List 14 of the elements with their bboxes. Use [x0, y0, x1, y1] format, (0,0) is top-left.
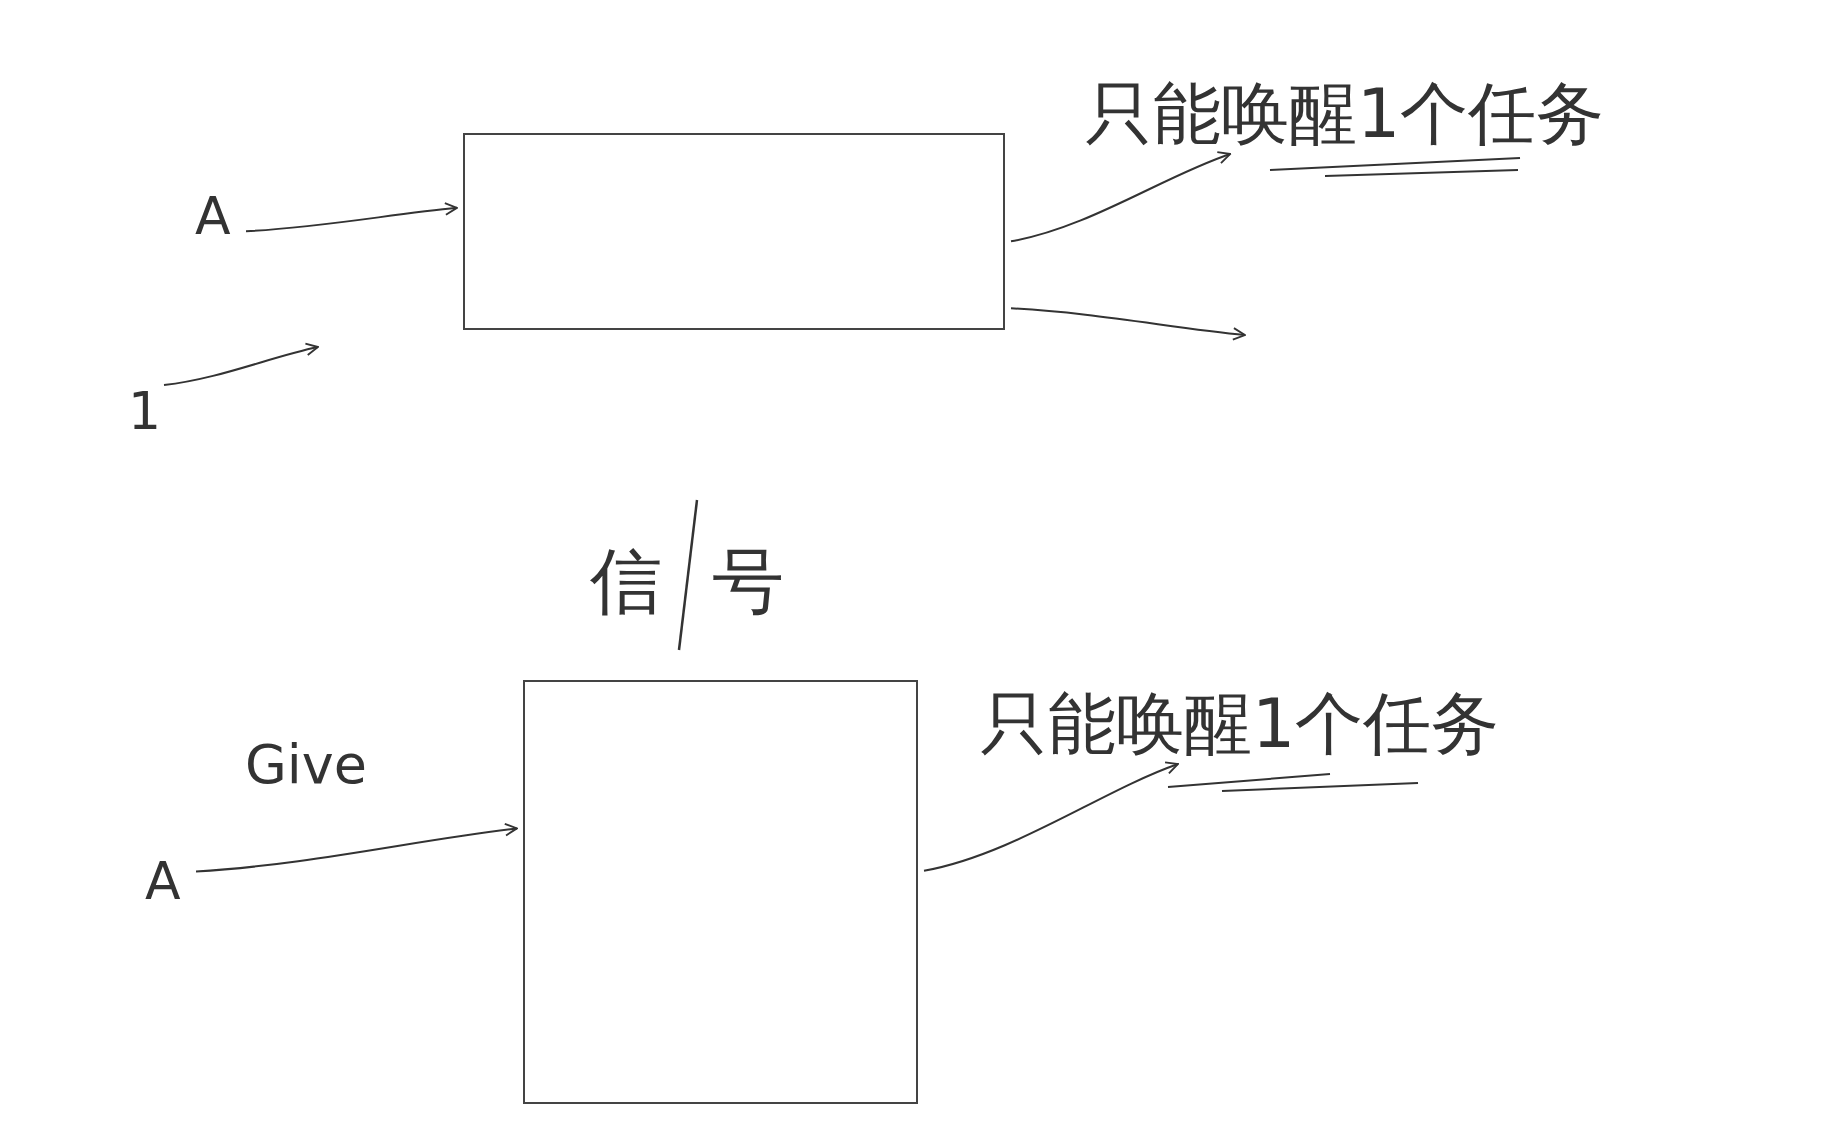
arrow — [1010, 151, 1232, 243]
arrow — [163, 342, 319, 386]
arrow — [245, 202, 458, 233]
arrow — [1010, 307, 1246, 341]
node-label: A — [195, 190, 231, 242]
arrow — [195, 823, 518, 873]
node-label: A — [145, 855, 181, 907]
node-label: 1 — [128, 385, 162, 437]
signal-label: 信号 — [590, 545, 834, 617]
node-label: 只能唤醒1个任务 — [1085, 80, 1605, 148]
process-box — [523, 680, 918, 1104]
arrow — [923, 761, 1179, 872]
process-box — [463, 133, 1005, 330]
node-label: 只能唤醒1个任务 — [980, 690, 1500, 758]
